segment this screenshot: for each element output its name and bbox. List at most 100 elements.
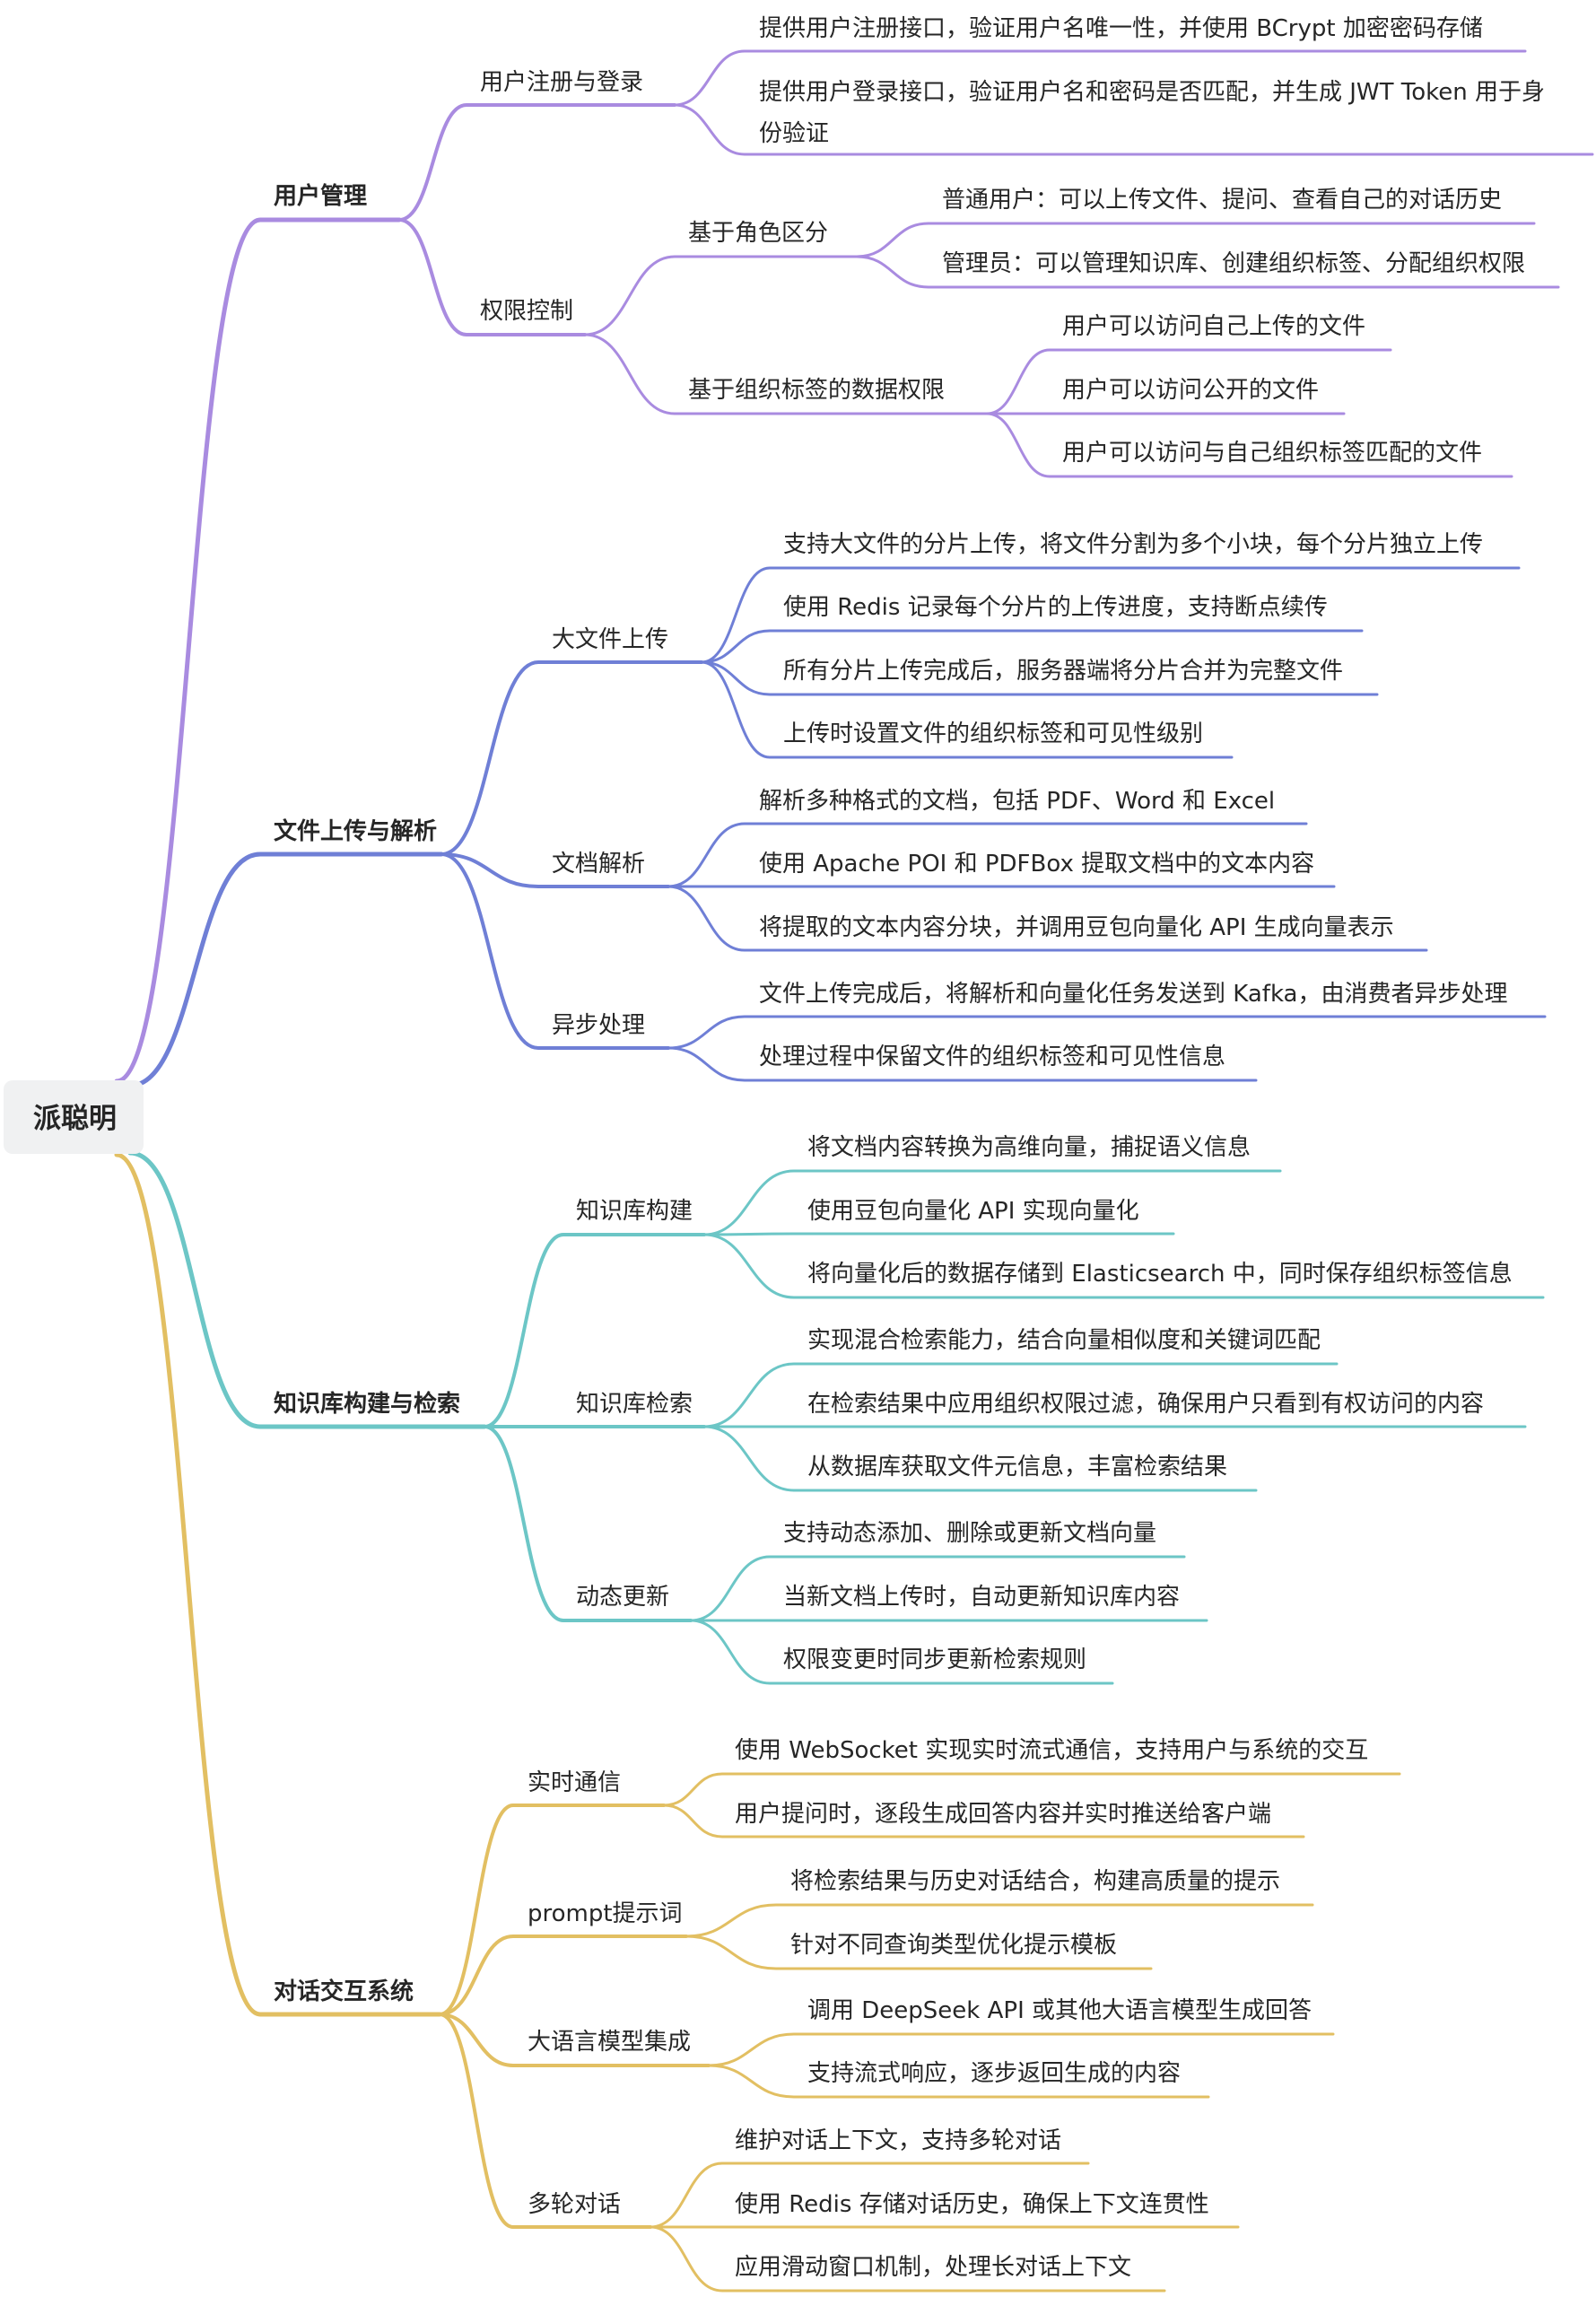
connector-branch-topic: [397, 103, 676, 222]
connector-topic-leaf: [702, 1362, 1339, 1428]
connector-topic-subtopic: [583, 255, 859, 336]
mind-map-connectors: [114, 49, 1594, 2293]
connector-root-branch: [114, 1152, 442, 2017]
topic-permission-control[interactable]: 权限控制: [480, 298, 573, 325]
leaf-item[interactable]: 使用 WebSocket 实现实时流式通信，支持用户与系统的交互: [735, 1737, 1368, 1764]
connector-topic-leaf: [685, 1903, 1314, 1938]
connector-topic-leaf: [700, 566, 1521, 664]
leaf-item[interactable]: 应用滑动窗口机制，处理长对话上下文: [735, 2254, 1131, 2281]
connector-branch-topic: [397, 218, 587, 336]
leaf-item[interactable]: 在检索结果中应用组织权限过滤，确保用户只看到有权访问的内容: [807, 1391, 1484, 1418]
connector-topic-leaf: [707, 2032, 1335, 2067]
topic-kb-search[interactable]: 知识库检索: [576, 1391, 693, 1418]
connector-branch-topic: [438, 1935, 688, 2016]
topic-kb-build[interactable]: 知识库构建: [576, 1198, 693, 1225]
connector-topic-leaf: [689, 1555, 1186, 1622]
connector-topic-leaf: [667, 1046, 1258, 1082]
connector-topic-subtopic: [583, 333, 989, 415]
branch-user-management[interactable]: 用户管理: [274, 182, 367, 210]
connector-topic-leaf: [707, 2064, 1210, 2099]
connector-topic-leaf: [673, 49, 1527, 107]
connector-topic-leaf: [649, 2162, 1090, 2229]
topic-register-login[interactable]: 用户注册与登录: [480, 69, 643, 96]
root-node-box: [4, 1080, 144, 1154]
leaf-item[interactable]: 管理员：可以管理知识库、创建组织标签、分配组织权限: [942, 250, 1525, 277]
connector-root-branch: [127, 1150, 487, 1429]
leaf-item[interactable]: 使用 Redis 记录每个分片的上传进度，支持断点续传: [783, 594, 1328, 621]
connector-topic-leaf: [673, 103, 1594, 156]
connector-branch-topic: [483, 1233, 706, 1428]
connector-topic-leaf: [649, 2225, 1166, 2293]
connector-branch-topic: [438, 2013, 711, 2067]
connector-topic-leaf: [855, 222, 1536, 258]
topic-dynamic-update[interactable]: 动态更新: [576, 1584, 669, 1611]
leaf-item[interactable]: 将文档内容转换为高维向量，捕捉语义信息: [807, 1134, 1251, 1161]
leaf-item[interactable]: 支持动态添加、删除或更新文档向量: [783, 1520, 1156, 1547]
connector-topic-leaf: [662, 1804, 1305, 1838]
connector-topic-leaf: [662, 1772, 1401, 1807]
topic-multi-turn[interactable]: 多轮对话: [528, 2191, 621, 2218]
leaf-item[interactable]: 调用 DeepSeek API 或其他大语言模型生成回答: [807, 1997, 1312, 2024]
connector-topic-leaf: [985, 412, 1513, 478]
connector-topic-leaf: [855, 255, 1560, 289]
topic-realtime-comm[interactable]: 实时通信: [528, 1769, 621, 1796]
connector-root-branch: [127, 852, 444, 1088]
leaf-item[interactable]: 提供用户注册接口，验证用户名唯一性，并使用 BCrypt 加密密码存储: [759, 15, 1483, 42]
leaf-item[interactable]: 所有分片上传完成后，服务器端将分片合并为完整文件: [783, 658, 1343, 685]
topic-document-parsing[interactable]: 文档解析: [552, 851, 645, 878]
leaf-item[interactable]: 将提取的文本内容分块，并调用豆包向量化 API 生成向量表示: [759, 914, 1394, 941]
connector-topic-leaf: [702, 1425, 1258, 1492]
leaf-item[interactable]: 使用豆包向量化 API 实现向量化: [807, 1198, 1139, 1225]
root-node-label[interactable]: 派聪明: [33, 1103, 117, 1135]
connector-topic-leaf: [700, 660, 1379, 696]
leaf-item[interactable]: 上传时设置文件的组织标签和可见性级别: [783, 721, 1203, 747]
leaf-item[interactable]: 当新文档上传时，自动更新知识库内容: [783, 1584, 1180, 1611]
leaf-item[interactable]: 用户可以访问公开的文件: [1062, 377, 1319, 404]
topic-org-tag-permission[interactable]: 基于组织标签的数据权限: [688, 377, 945, 404]
branch-file-upload-parsing[interactable]: 文件上传与解析: [274, 817, 437, 845]
leaf-item[interactable]: 将向量化后的数据存储到 Elasticsearch 中，同时保存组织标签信息: [807, 1261, 1513, 1288]
leaf-item[interactable]: 支持流式响应，逐步返回生成的内容: [807, 2060, 1181, 2087]
leaf-item[interactable]: 支持大文件的分片上传，将文件分割为多个小块，每个分片独立上传: [783, 531, 1483, 558]
topic-llm-integration[interactable]: 大语言模型集成: [528, 2029, 691, 2056]
branch-chat-system[interactable]: 对话交互系统: [274, 1978, 414, 2005]
connector-branch-topic: [440, 852, 670, 1050]
leaf-item[interactable]: 实现混合检索能力，结合向量相似度和关键词匹配: [807, 1327, 1321, 1354]
leaf-item[interactable]: 使用 Apache POI 和 PDFBox 提取文档中的文本内容: [759, 851, 1314, 878]
leaf-item[interactable]: 用户提问时，逐段生成回答内容并实时推送给客户端: [735, 1801, 1271, 1828]
connector-topic-leaf: [702, 1233, 1545, 1299]
connector-branch-topic: [483, 1425, 693, 1622]
branch-knowledge-base[interactable]: 知识库构建与检索: [274, 1390, 460, 1418]
connector-branch-topic: [438, 1804, 666, 2016]
leaf-item-continued[interactable]: 份验证: [759, 120, 829, 147]
leaf-item[interactable]: 权限变更时同步更新检索规则: [783, 1646, 1086, 1673]
topic-large-file-upload[interactable]: 大文件上传: [552, 626, 668, 653]
leaf-item[interactable]: 用户可以访问与自己组织标签匹配的文件: [1062, 440, 1482, 467]
connector-topic-leaf: [667, 1015, 1547, 1050]
topic-async-processing[interactable]: 异步处理: [552, 1012, 645, 1039]
leaf-item[interactable]: 针对不同查询类型优化提示模板: [790, 1932, 1117, 1959]
leaf-item[interactable]: 处理过程中保留文件的组织标签和可见性信息: [759, 1044, 1225, 1070]
connector-branch-topic: [440, 852, 670, 888]
topic-prompt[interactable]: prompt提示词: [528, 1900, 683, 1927]
connector-topic-leaf: [667, 822, 1308, 888]
leaf-item[interactable]: 文件上传完成后，将解析和向量化任务发送到 Kafka，由消费者异步处理: [759, 981, 1507, 1008]
leaf-item[interactable]: 解析多种格式的文档，包括 PDF、Word 和 Excel: [759, 788, 1275, 815]
connector-branch-topic: [438, 2013, 652, 2229]
connector-topic-leaf: [667, 885, 1428, 952]
leaf-item[interactable]: 将检索结果与历史对话结合，构建高质量的提示: [790, 1868, 1280, 1895]
connector-root-branch: [114, 217, 402, 1084]
connector-topic-leaf: [702, 1169, 1282, 1236]
leaf-item[interactable]: 提供用户登录接口，验证用户名和密码是否匹配，并生成 JWT Token 用于身: [759, 79, 1545, 106]
leaf-item[interactable]: 维护对话上下文，支持多轮对话: [735, 2127, 1061, 2154]
leaf-item[interactable]: 用户可以访问自己上传的文件: [1062, 313, 1365, 340]
connector-branch-topic: [440, 660, 703, 856]
connector-topic-leaf: [685, 1935, 1153, 1970]
connector-topic-leaf: [700, 629, 1364, 664]
topic-role-based[interactable]: 基于角色区分: [688, 220, 828, 247]
leaf-item[interactable]: 使用 Redis 存储对话历史，确保上下文连贯性: [735, 2191, 1209, 2218]
connector-topic-leaf: [985, 348, 1392, 415]
leaf-item[interactable]: 普通用户：可以上传文件、提问、查看自己的对话历史: [942, 187, 1502, 214]
leaf-item[interactable]: 从数据库获取文件元信息，丰富检索结果: [807, 1454, 1227, 1480]
